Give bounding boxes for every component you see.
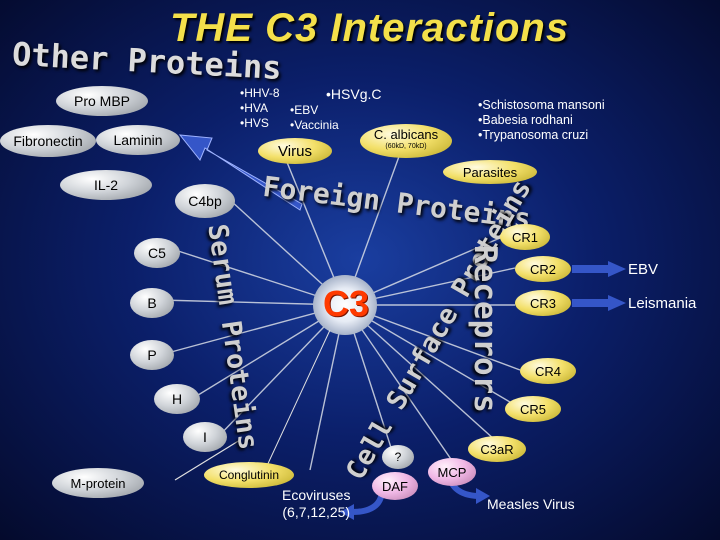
virus-item: •HVS [240, 116, 269, 130]
ecoviruses-text: Ecoviruses (6,7,12,25) [282, 487, 350, 521]
pro-mbp-node: Pro MBP [56, 86, 148, 116]
c-albicans-label: C. albicans [373, 127, 439, 142]
c-albicans-node: C. albicans (60kD, 70kD) [360, 124, 452, 158]
c3-disk [313, 275, 377, 335]
c3ar-node: C3aR [468, 436, 526, 462]
unknown-node: ? [382, 445, 414, 469]
properdin-label: P [147, 347, 157, 363]
cr5-node: CR5 [505, 396, 561, 422]
parasite-item: •Trypanosoma cruzi [478, 128, 589, 142]
virus-list-col2: •EBV •Vaccinia [290, 103, 339, 133]
conglutinin-node: Conglutinin [204, 462, 294, 488]
cr2-label: CR2 [529, 261, 556, 277]
c5-node: C5 [134, 238, 180, 268]
virus-item: •Vaccinia [290, 118, 339, 132]
virus-label: Virus [278, 142, 312, 160]
arrow-to-other-proteins [178, 134, 303, 211]
cr3-leis-arrowhead [608, 295, 626, 311]
cr3-leis-arrow-shaft [572, 299, 610, 307]
c4bp-node: C4bp [175, 184, 235, 218]
conglutinin-label: Conglutinin [218, 468, 280, 482]
daf-node: DAF [372, 472, 418, 500]
cr2-ebv-arrowhead [608, 261, 626, 277]
virus-item: •EBV [290, 103, 319, 117]
mcp-node: MCP [428, 458, 476, 486]
cr1-label: CR1 [511, 229, 538, 245]
m-protein-node: M-protein [52, 468, 144, 498]
cr3-label: CR3 [529, 295, 556, 311]
virus-item: •HHV-8 [240, 86, 280, 100]
cr4-node: CR4 [520, 358, 576, 384]
daf-label: DAF [382, 478, 408, 494]
c3ar-label: C3aR [480, 441, 514, 457]
laminin-label: Laminin [113, 132, 163, 148]
cr1-node: CR1 [500, 224, 550, 250]
fibronectin-label: Fibronectin [13, 133, 83, 149]
measles-text: Measles Virus [487, 496, 575, 512]
factor-h-node: H [154, 384, 200, 414]
laminin-node: Laminin [96, 125, 180, 155]
parasite-item: •Babesia rodhani [478, 113, 573, 127]
parasite-list: •Schistosoma mansoni •Babesia rodhani •T… [478, 98, 605, 143]
c5-label: C5 [148, 245, 166, 261]
cr4-label: CR4 [534, 363, 561, 379]
pro-mbp-label: Pro MBP [73, 93, 130, 109]
ecoviruses-line: (6,7,12,25) [282, 504, 351, 520]
factor-b-node: B [130, 288, 174, 318]
cr2-ebv-arrow-shaft [572, 265, 610, 273]
unknown-label: ? [394, 450, 402, 464]
properdin-node: P [130, 340, 174, 370]
cr2-node: CR2 [515, 256, 571, 282]
factor-i-node: I [183, 422, 227, 452]
category-receptors: Receprors [467, 245, 503, 413]
virus-node: Virus [258, 138, 332, 164]
ecoviruses-line: Ecoviruses [282, 487, 351, 503]
cr3-node: CR3 [515, 290, 571, 316]
il2-label: IL-2 [93, 177, 119, 193]
virus-list-col1: •HHV-8 •HVA •HVS [240, 86, 280, 131]
cr5-label: CR5 [519, 401, 546, 417]
c-albicans-sub: (60kD, 70kD) [385, 143, 427, 150]
center-c3: C3 [322, 283, 370, 324]
page-title: THE C3 Interactions [170, 6, 570, 50]
parasite-item: •Schistosoma mansoni [478, 98, 605, 112]
virus-item: •HSVg.C [326, 86, 382, 102]
m-protein-label: M-protein [70, 475, 126, 491]
mcp-label: MCP [437, 464, 467, 480]
c4bp-label: C4bp [188, 193, 222, 209]
il2-node: IL-2 [60, 170, 152, 200]
fibronectin-node: Fibronectin [0, 125, 96, 157]
factor-b-label: B [147, 295, 157, 311]
ebv-text: EBV [628, 261, 659, 278]
parasites-node: Parasites [443, 160, 537, 184]
leismania-text: Leismania [628, 295, 697, 312]
factor-h-label: H [171, 391, 183, 407]
virus-item: •HVA [240, 101, 268, 115]
parasites-label: Parasites [462, 164, 518, 180]
factor-i-label: I [203, 429, 207, 445]
